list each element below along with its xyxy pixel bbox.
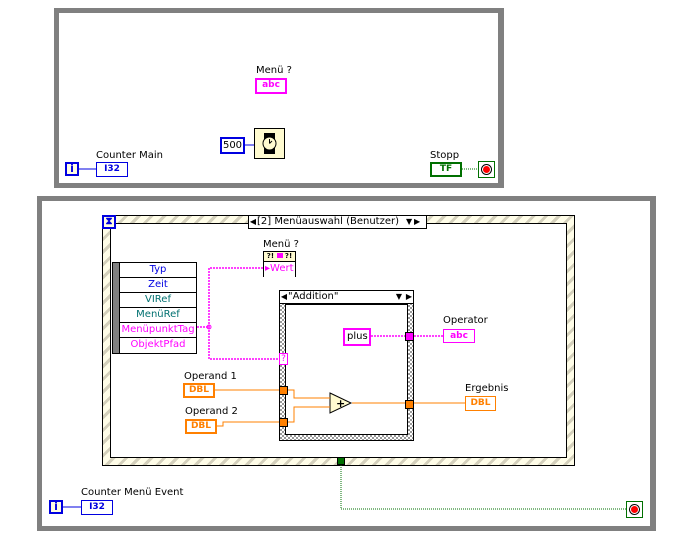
stop-tunnel [337,457,345,465]
operand2-tunnel [279,418,288,427]
wire-event-stop [340,465,626,510]
event-data-node[interactable]: Typ Zeit VIRef MenüRef MenüpunktTag Obje… [119,262,197,354]
next-case-arrow-icon[interactable]: ▶ [413,217,421,226]
wire-tunnel2-to-add [288,406,330,423]
dropdown-arrow-icon[interactable]: ▼ [395,292,403,301]
menu-property-node[interactable]: ?! ?! ▸Wert [263,251,296,277]
operand1-control[interactable]: DBL [183,383,215,398]
counter-main-indicator[interactable]: I32 [96,162,128,177]
string-type-label: abc [262,80,280,90]
wait-ms-function[interactable] [254,128,285,159]
main-iteration-terminal: i [65,162,79,176]
menu-node-property[interactable]: ▸Wert [264,262,295,277]
menu-node-label: Menü ? [263,239,299,250]
case-structure-inner [285,304,408,435]
wait-ms-watch-icon [262,133,277,154]
wire-menupunkttag-to-node [197,267,263,328]
prev-case-arrow-icon[interactable]: ◀ [280,292,288,301]
operand1-label: Operand 1 [184,371,237,382]
event-iteration-terminal: i [49,500,63,514]
counter-menu-event-indicator[interactable]: I32 [81,500,113,515]
event-data-viref[interactable]: VIRef [120,293,196,308]
menu-indicator-terminal[interactable]: abc [255,78,287,94]
plus-string-constant[interactable]: plus [343,328,371,346]
stop-condition-icon [629,504,640,515]
operand2-control[interactable]: DBL [185,419,217,434]
hourglass-icon: ⧗ [105,216,113,227]
wait-constant[interactable]: 500 [220,137,245,154]
event-stop-condition-terminal[interactable] [626,501,643,518]
wire-tunnel1-to-add [288,389,330,399]
result-indicator[interactable]: DBL [465,396,496,411]
event-timeout-terminal[interactable]: ⧗ [102,215,116,229]
operand1-tunnel [279,386,288,395]
counter-menu-event-label: Counter Menü Event [81,487,184,498]
stopp-label: Stopp [430,150,460,161]
counter-main-label: Counter Main [96,150,164,161]
stopp-control[interactable]: TF [430,162,462,177]
case-selector[interactable]: ◀"Addition"▼▶ [279,290,414,304]
next-case-arrow-icon[interactable]: ▶ [405,292,413,301]
menu-indicator-label: Menü ? [256,65,292,76]
operand2-label: Operand 2 [185,406,238,417]
event-data-objektpfad[interactable]: ObjektPfad [130,339,186,350]
result-label: Ergebnis [465,383,509,394]
dropdown-arrow-icon[interactable]: ▼ [405,217,413,226]
operator-tunnel [405,332,414,341]
add-function[interactable]: + [329,392,353,414]
stop-condition-icon [481,164,492,175]
add-operator-symbol: + [336,397,345,410]
operator-indicator[interactable]: abc [443,329,475,343]
event-selector[interactable]: ◀[2] Menüauswahl (Benutzer)▼▶ [248,215,427,229]
property-node-header-icon: ?! ?! [264,252,295,262]
wire-operand2 [217,421,279,427]
main-stop-condition-terminal[interactable] [478,161,495,178]
wire-junction [206,324,212,330]
event-data-menuref[interactable]: MenüRef [120,308,196,323]
wire-menupunkttag-to-case [208,327,279,360]
event-data-menupunkttag[interactable]: MenüpunktTag [120,323,196,338]
case-selector-terminal[interactable]: ? [279,353,288,365]
prev-case-arrow-icon[interactable]: ◀ [249,217,257,226]
event-data-typ[interactable]: Typ [120,263,196,278]
event-data-zeit[interactable]: Zeit [120,278,196,293]
operator-label: Operator [443,315,488,326]
result-tunnel [405,400,414,409]
